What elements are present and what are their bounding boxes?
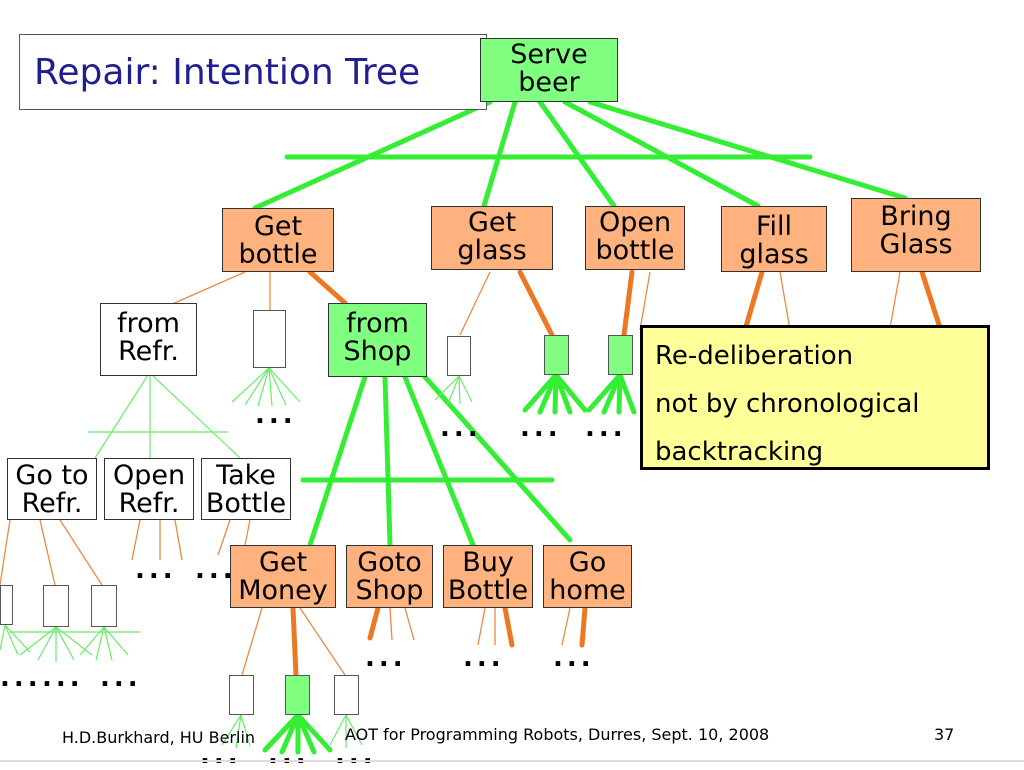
footer-rule: [0, 760, 1024, 762]
redeliberation-note: Re-deliberation not by chronological bac…: [640, 325, 990, 470]
edge-shop-getmoney: [307, 374, 368, 548]
placeholder-box: [447, 336, 471, 376]
placeholder-box: [91, 585, 117, 627]
edge-serve-bringglass: [587, 99, 908, 201]
ellipsis: ...: [585, 413, 627, 443]
footer-author: H.D.Burkhard, HU Berlin: [62, 728, 256, 747]
placeholder-box-active: [544, 335, 569, 375]
ellipsis: ...: [335, 740, 377, 770]
slide-title: Repair: Intention Tree: [34, 52, 421, 93]
footer-page-number: 37: [934, 725, 955, 744]
note-line: backtracking: [655, 437, 824, 467]
placeholder-box: [253, 310, 286, 368]
note-line: Re-deliberation: [655, 341, 854, 371]
edge-serve-openbottle: [537, 99, 617, 209]
placeholder-box: [229, 675, 254, 715]
ellipsis: ...: [135, 555, 177, 585]
ellipsis: ...: [195, 555, 237, 585]
edge-serve-fillglass: [562, 99, 761, 209]
placeholder-box: [0, 585, 13, 625]
ellipsis: ...: [553, 643, 595, 673]
placeholder-box-active: [608, 335, 633, 375]
placeholder-box-active: [285, 675, 310, 715]
placeholder-box: [334, 675, 359, 715]
placeholder-box: [43, 585, 69, 627]
edge-serve-getglass: [481, 99, 518, 209]
ellipsis: ...: [42, 663, 84, 693]
footer-event: AOT for Programming Robots, Durres, Sept…: [345, 725, 770, 744]
ellipsis: ...: [365, 643, 407, 673]
ellipsis: ...: [0, 663, 42, 693]
ellipsis: ...: [463, 643, 505, 673]
ellipsis: ...: [268, 740, 310, 770]
ellipsis: ...: [255, 400, 297, 430]
edge-shop-gotoshop: [382, 374, 393, 548]
note-line: not by chronological: [655, 389, 920, 419]
ellipsis: ...: [100, 663, 142, 693]
ellipsis: ...: [520, 413, 562, 443]
edge-shop-buybottle: [402, 374, 476, 548]
slide-title-box: Repair: Intention Tree: [19, 34, 487, 110]
ellipsis: ...: [440, 413, 482, 443]
edge-shop-gohome: [422, 374, 573, 543]
ellipsis: ...: [200, 740, 242, 770]
